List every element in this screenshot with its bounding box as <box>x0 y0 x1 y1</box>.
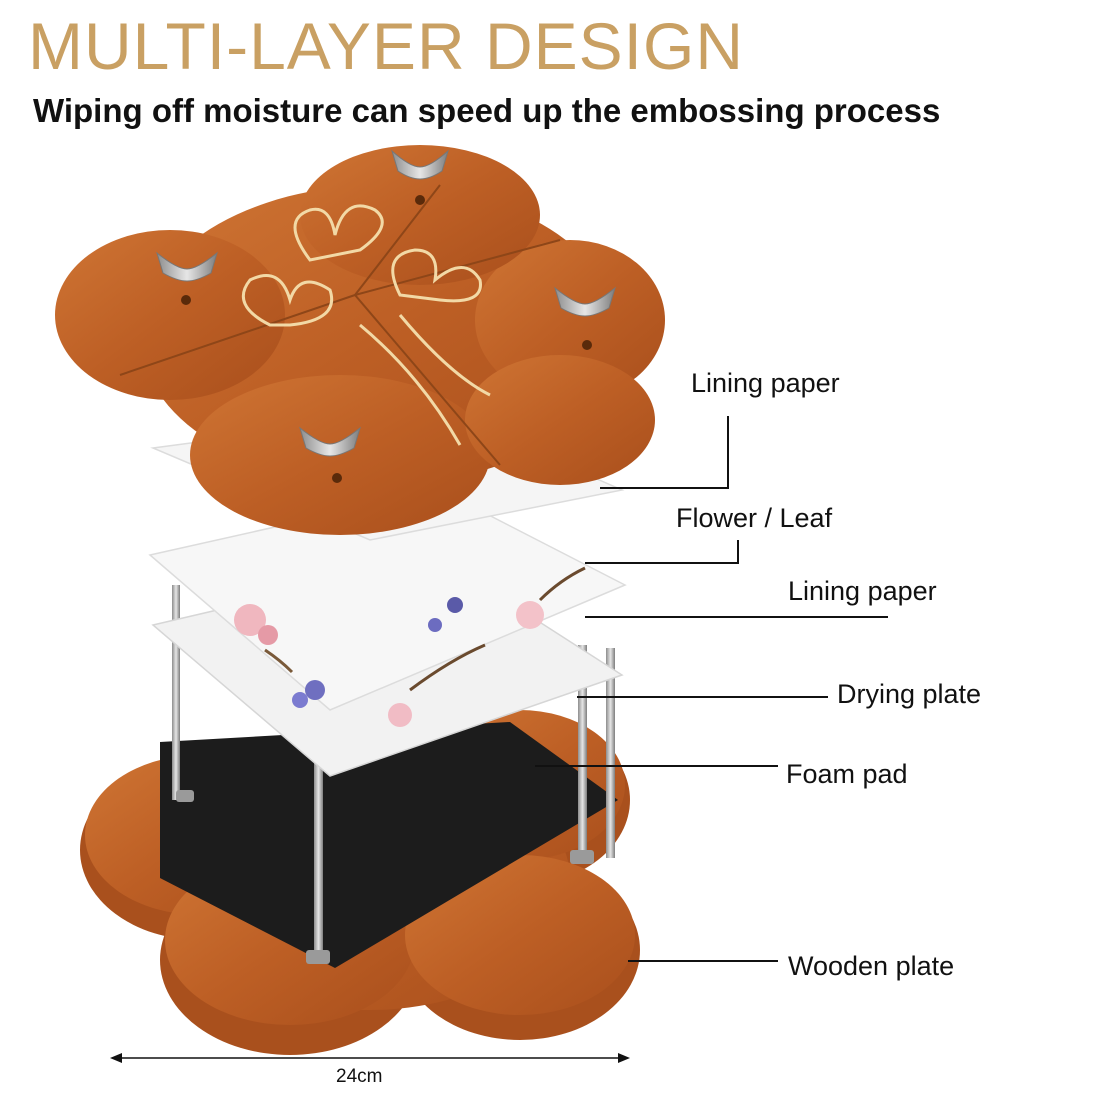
threaded-rods <box>172 585 615 964</box>
leader-lines <box>535 416 888 962</box>
callout-foam-pad: Foam pad <box>786 759 908 789</box>
wooden-plate-top <box>55 145 665 535</box>
callout-lining-paper-bottom: Lining paper <box>788 576 937 606</box>
callout-wooden-plate: Wooden plate <box>788 951 955 981</box>
callout-lining-paper-top: Lining paper <box>691 368 840 398</box>
dimension-label: 24cm <box>336 1066 383 1087</box>
page-subtitle: Wiping off moisture can speed up the emb… <box>33 92 941 129</box>
page-title: MULTI-LAYER DESIGN <box>28 9 744 83</box>
callout-flower-leaf: Flower / Leaf <box>676 503 833 533</box>
foam-pad-layer <box>160 722 618 968</box>
wing-nuts <box>156 149 616 457</box>
dimension-arrow <box>110 1053 630 1063</box>
pressed-flowers <box>234 566 586 727</box>
callout-drying-plate: Drying plate <box>837 679 982 709</box>
